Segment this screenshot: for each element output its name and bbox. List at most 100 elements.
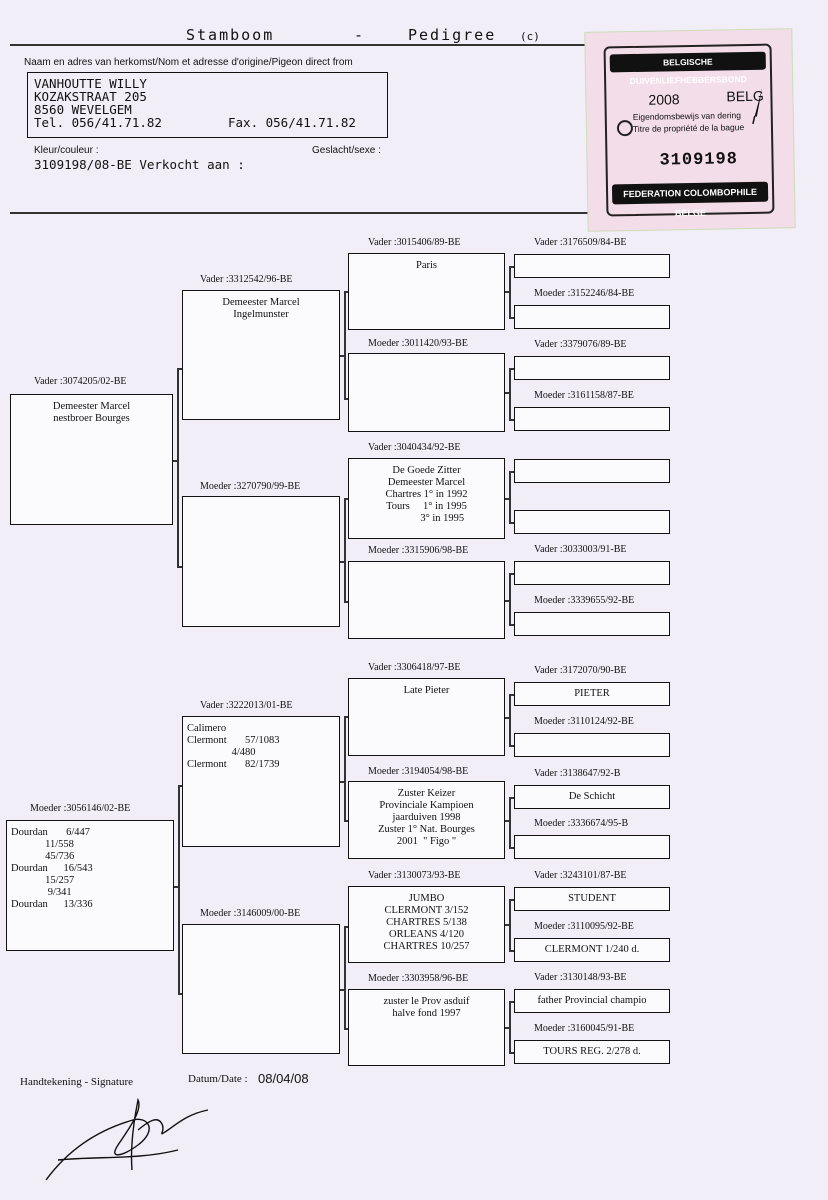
sire-notes: Demeester Marcel nestbroer Bourges (52, 401, 131, 424)
great-grandparent-notes: Zuster Keizer Provinciale Kampioen jaard… (378, 788, 475, 847)
gg-grandparent-ring-label: Moeder :3339655/92-BE (534, 595, 635, 606)
tree-connector (509, 899, 514, 901)
breeder-box: VANHOUTTE WILLY KOZAKSTRAAT 205 8560 WEV… (27, 72, 388, 138)
great-grandparent-notes: De Goede Zitter Demeester Marcel Chartre… (385, 465, 468, 524)
gg-grandparent-box (514, 733, 670, 757)
tree-connector (344, 601, 348, 603)
tree-connector (177, 368, 182, 370)
great-grandparent-ring-label: Moeder :3315906/98-BE (368, 545, 469, 556)
grandparent-ring-label: Vader :3222013/01-BE (200, 700, 293, 711)
tree-connector (505, 717, 509, 719)
sticker-year: 2008 (648, 91, 680, 108)
grandparent-ring-label: Moeder :3146009/00-BE (200, 908, 301, 919)
tree-connector (509, 797, 511, 847)
gg-grandparent-box (514, 459, 670, 483)
gg-grandparent-box (514, 356, 670, 380)
tree-connector (344, 926, 348, 928)
ring-number-line: 3109198/08-BE Verkocht aan : (34, 157, 245, 172)
gg-grandparent-ring-label: Moeder :3110124/92-BE (534, 716, 634, 727)
sticker-top-banner: BELGISCHE DUIVENLIEFHEBBERSBOND (609, 51, 766, 86)
gg-grandparent-box: PIETER (514, 682, 670, 706)
gg-grandparent-box (514, 561, 670, 585)
great-grandparent-notes: JUMBO CLERMONT 3/152 CHARTRES 5/138 ORLE… (383, 893, 470, 952)
dam-box: Dourdan 6/447 11/558 45/736 Dourdan 16/5… (6, 820, 174, 951)
gg-grandparent-box: TOURS REG. 2/278 d. (514, 1040, 670, 1064)
copyright-mark: (c) (520, 30, 540, 43)
great-grandparent-ring-label: Moeder :3303958/96-BE (368, 973, 469, 984)
great-grandparent-notes: zuster le Prov asduif halve fond 1997 (383, 996, 470, 1019)
sticker-line2: Titre de propriété de la bague (632, 122, 745, 134)
tree-connector (509, 1001, 511, 1052)
tree-connector (509, 266, 514, 268)
tree-connector (344, 291, 348, 293)
breeder-street: KOZAKSTRAAT 205 (34, 89, 147, 104)
tree-connector (509, 797, 514, 799)
sticker-ring-number: 3109198 (659, 150, 739, 171)
gg-grandparent-box: STUDENT (514, 887, 670, 911)
tree-connector (509, 694, 511, 745)
grandparent-notes: Calimero Clermont 57/1083 4/480 Clermont… (187, 723, 280, 770)
tree-connector (340, 781, 344, 783)
tree-connector (344, 716, 346, 820)
great-grandparent-box: Paris (348, 253, 505, 330)
tree-connector (174, 886, 178, 888)
tree-connector (173, 460, 177, 462)
tree-connector (340, 989, 344, 991)
tree-connector (505, 392, 509, 394)
grandparent-ring-label: Moeder :3270790/99-BE (200, 481, 301, 492)
date-label: Datum/Date : (188, 1073, 248, 1085)
gg-grandparent-notes: PIETER (574, 688, 610, 699)
tree-connector (505, 291, 509, 293)
tree-connector (509, 573, 511, 624)
gg-grandparent-box (514, 254, 670, 278)
great-grandparent-box: zuster le Prov asduif halve fond 1997 (348, 989, 505, 1066)
tree-connector (505, 1027, 509, 1029)
tree-connector (505, 600, 509, 602)
grandparent-box: Calimero Clermont 57/1083 4/480 Clermont… (182, 716, 340, 847)
great-grandparent-ring-label: Moeder :3011420/93-BE (368, 338, 468, 349)
tree-connector (509, 624, 514, 626)
grandparent-box (182, 496, 340, 627)
dam-notes: Dourdan 6/447 11/558 45/736 Dourdan 16/5… (11, 827, 93, 910)
origin-label: Naam en adres van herkomst/Nom et adress… (24, 57, 353, 68)
gg-grandparent-box (514, 835, 670, 859)
great-grandparent-ring-label: Vader :3040434/92-BE (368, 442, 461, 453)
feather-pen-icon (750, 86, 765, 126)
tree-connector (509, 368, 514, 370)
tree-connector (509, 899, 511, 950)
tree-connector (177, 566, 182, 568)
tree-connector (344, 820, 348, 822)
title-pedigree: Pedigree (408, 26, 497, 44)
tree-connector (509, 317, 514, 319)
gg-grandparent-notes: TOURS REG. 2/278 d. (543, 1046, 641, 1057)
grandparent-box (182, 924, 340, 1054)
tree-connector (344, 498, 346, 601)
sire-box: Demeester Marcel nestbroer Bourges (10, 394, 173, 525)
title-stamboom: Stamboom (186, 26, 275, 44)
breeder-tel: Tel. 056/41.71.82 (34, 115, 162, 130)
gg-grandparent-box (514, 407, 670, 431)
tree-connector (177, 368, 179, 566)
tree-connector (509, 1001, 514, 1003)
great-grandparent-ring-label: Vader :3015406/89-BE (368, 237, 461, 248)
tree-connector (178, 785, 180, 993)
gg-grandparent-ring-label: Vader :3176509/84-BE (534, 237, 627, 248)
sire-ring-label: Vader :3074205/02-BE (34, 376, 127, 387)
tree-connector (505, 924, 509, 926)
header-bottom-rule (10, 212, 590, 214)
gg-grandparent-box (514, 612, 670, 636)
tree-connector (344, 498, 348, 500)
color-label: Kleur/couleur : (34, 145, 99, 156)
breeder-name: VANHOUTTE WILLY (34, 76, 147, 91)
tree-connector (509, 368, 511, 419)
grandparent-box: Demeester Marcel Ingelmunster (182, 290, 340, 420)
tree-connector (344, 1028, 348, 1030)
tree-connector (178, 993, 182, 995)
breeder-fax: Fax. 056/41.71.82 (228, 115, 356, 130)
gg-grandparent-ring-label: Moeder :3161158/87-BE (534, 390, 634, 401)
tree-connector (509, 950, 514, 952)
great-grandparent-box: Zuster Keizer Provinciale Kampioen jaard… (348, 781, 505, 859)
sticker-line1: Eigendomsbewijs van dering (632, 110, 742, 122)
tree-connector (178, 785, 182, 787)
grandparent-notes: Demeester Marcel Ingelmunster (222, 297, 300, 320)
